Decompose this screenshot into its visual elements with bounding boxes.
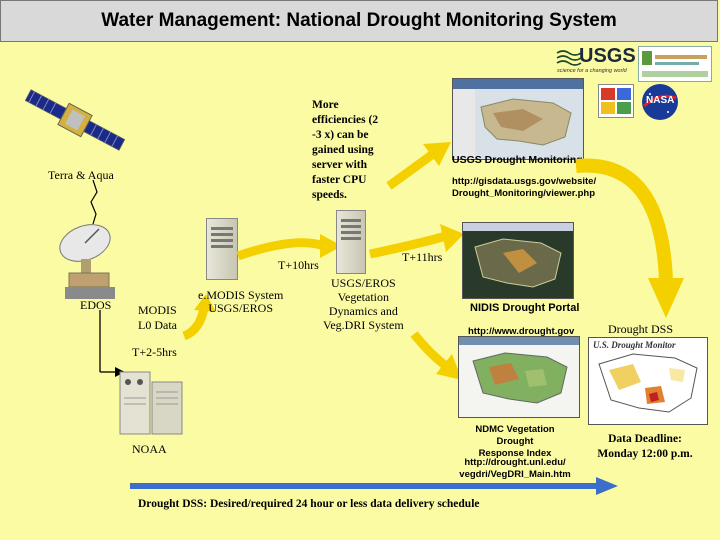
nidis-portal-map [462, 222, 574, 299]
ndmc-title-line1: NDMC Vegetation Drought [475, 424, 555, 447]
edos-label: EDOS [80, 298, 112, 312]
dss-label: Drought DSS [608, 322, 674, 336]
note-line7: speeds. [312, 189, 347, 201]
nidis-title: NIDIS Drought Portal [470, 302, 580, 314]
emodis-line1: e.MODIS System [198, 288, 284, 302]
drought-monitor-map: U.S. Drought Monitor [588, 337, 708, 425]
nasa-meatball-icon [642, 84, 678, 120]
noaa-server-drawing [119, 371, 183, 435]
dss-arrow-icon [575, 158, 684, 318]
note-line5: server with [312, 159, 368, 171]
noaa-label: NOAA [132, 442, 167, 456]
satellite-icon [20, 70, 130, 170]
t10-label: T+10hrs [278, 258, 319, 272]
eros-line3: Dynamics and [328, 304, 398, 318]
dish-antenna-icon [55, 215, 125, 305]
satellite-label: Terra & Aqua [48, 168, 114, 182]
noaa-server-icon [118, 368, 188, 438]
t11-label: T+11hrs [402, 250, 443, 264]
satellite-drawing [24, 89, 126, 151]
modis-l0-label: MODIS L0 Data [138, 303, 177, 333]
nidis-map-icon [463, 223, 573, 288]
efficiency-note: More efficiencies (2 -3 x) can be gained… [312, 98, 394, 203]
ndmc-title-line2: Response Index [478, 448, 552, 459]
note-line1: More [312, 99, 339, 111]
usgs-url-line2[interactable]: Drought_Monitoring/viewer.php [452, 188, 596, 199]
nidis-logo-mark [642, 51, 708, 77]
modis-l0-line2: L0 Data [138, 318, 177, 332]
ndmc-url: http://drought.unl.edu/ vegdri/VegDRI_Ma… [440, 457, 590, 481]
t25-label: T+2-5hrs [132, 345, 177, 359]
emodis-label: e.MODIS System USGS/EROS [198, 289, 283, 315]
note-line2: efficiencies (2 [312, 114, 379, 126]
nidis-url[interactable]: http://www.drought.gov [468, 326, 575, 337]
deadline-line1: Data Deadline: [608, 433, 682, 445]
emodis-to-eros-arrow-icon [236, 234, 342, 261]
ndmc-title: NDMC Vegetation Drought Response Index [462, 424, 568, 460]
usgs-logo-mark [556, 50, 582, 66]
ndmc-vegdri-map [458, 336, 580, 418]
modis-l0-line1: MODIS [138, 303, 177, 317]
emodis-server-icon [206, 218, 238, 280]
deadline-line2: Monday 12:00 p.m. [597, 448, 693, 460]
deadline-label: Data Deadline: Monday 12:00 p.m. [590, 432, 700, 462]
footnote [687, 526, 690, 536]
nidis-logo [638, 46, 712, 82]
map-icon [453, 79, 583, 159]
eros-to-ndmc-arrow-icon [410, 331, 462, 380]
timeline-text: Drought DSS: Desired/required 24 hour or… [138, 498, 480, 510]
downlink-signal-icon [90, 180, 98, 225]
drought-center-logo [598, 84, 634, 118]
eros-line1: USGS/EROS [330, 276, 396, 290]
eros-to-nidis-arrow-icon [369, 224, 464, 259]
emodis-line2: USGS/EROS [208, 301, 274, 315]
ndmc-url-line2[interactable]: vegdri/VegDRI_Main.htm [459, 469, 571, 480]
nasa-wordmark: NASA [646, 95, 675, 106]
note-line6: faster CPU [312, 174, 367, 186]
drought-map-icon [598, 353, 698, 413]
eros-server-icon [336, 210, 366, 274]
nasa-logo: NASA [640, 82, 680, 122]
eros-line4: Veg.DRI System [323, 318, 404, 332]
usgs-monitoring-title: USGS Drought Monitoring [452, 154, 583, 166]
eros-to-usgs-monitoring-arrow-icon [386, 142, 451, 190]
timeline-arrow-icon [130, 477, 618, 495]
usgs-monitoring-url: http://gisdata.usgs.gov/website/ Drought… [452, 176, 596, 200]
ndmc-map-icon [459, 337, 579, 404]
eros-line2: Vegetation [337, 290, 389, 304]
usgs-tagline: science for a changing world [557, 68, 627, 74]
dish-antenna-drawing [59, 224, 115, 299]
usgs-url-line1[interactable]: http://gisdata.usgs.gov/website/ [452, 176, 597, 187]
note-line4: gained using [312, 144, 374, 156]
drought-monitor-title: U.S. Drought Monitor [593, 340, 676, 350]
eros-label: USGS/EROS Vegetation Dynamics and Veg.DR… [323, 276, 404, 332]
ndmc-url-line1[interactable]: http://drought.unl.edu/ [464, 457, 566, 468]
modis-to-emodis-arrow-icon [182, 294, 216, 340]
usgs-wordmark: USGS [579, 45, 636, 67]
drought-center-mark [601, 88, 631, 114]
note-line3: -3 x) can be [312, 129, 369, 141]
page-title: Water Management: National Drought Monit… [0, 0, 718, 42]
usgs-logo: USGS science for a changing world [555, 45, 636, 77]
usgs-monitoring-map [452, 78, 584, 160]
